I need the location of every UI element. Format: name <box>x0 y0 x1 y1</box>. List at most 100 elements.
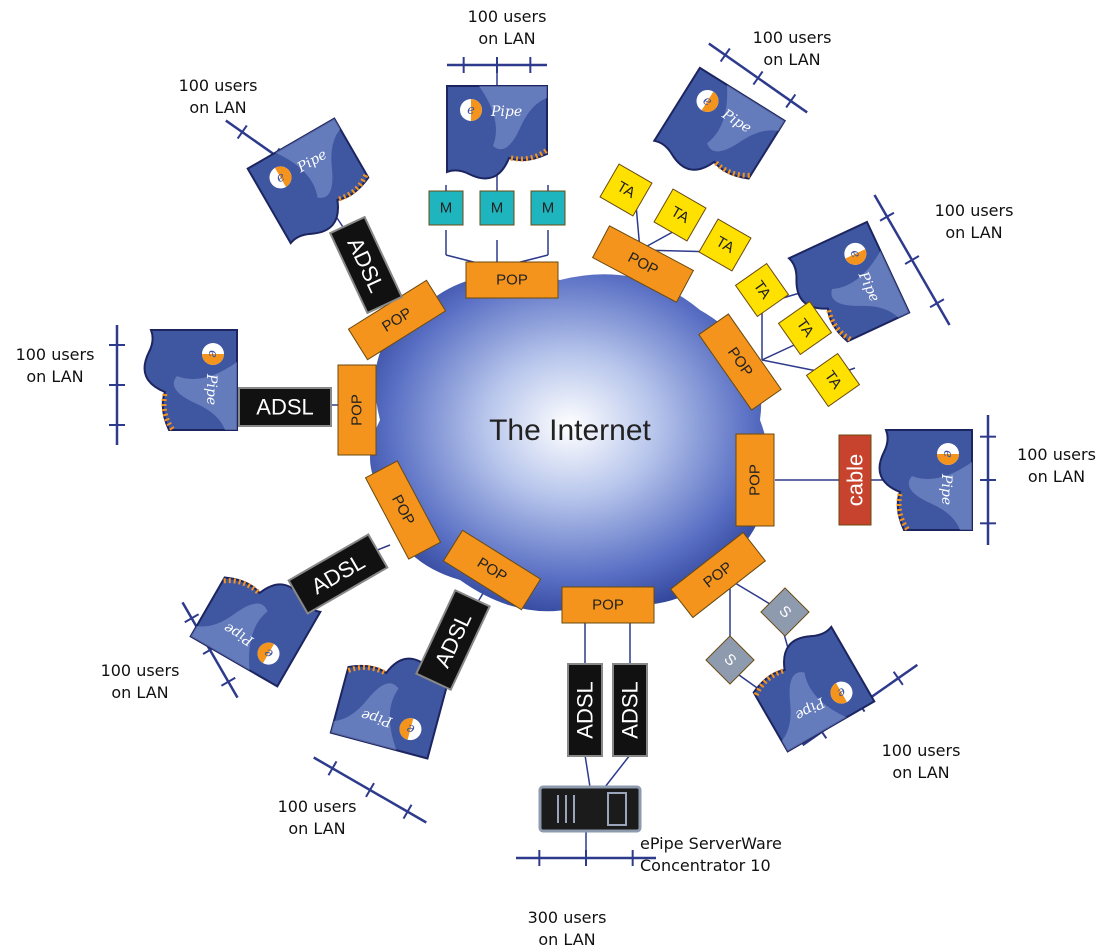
pop-right: POP <box>735 433 775 527</box>
s-1-box <box>760 587 810 637</box>
adsl-bottom-2-label: ADSL <box>618 681 643 738</box>
adsl-bottom-left-lower: ADSL <box>415 588 491 692</box>
link-line <box>584 754 591 788</box>
link-line <box>761 359 823 373</box>
pop-bottom-left-upper: POP <box>364 460 442 560</box>
pop-top-right: POP <box>591 225 695 303</box>
s-2-box <box>705 635 755 685</box>
ta-6-box <box>805 352 861 408</box>
pop-top-box <box>465 261 559 299</box>
modem-2-box <box>479 190 515 226</box>
pop-bottom-right-box <box>669 531 767 619</box>
epipe-device-top: ePipe <box>447 86 547 178</box>
lan-right-upper <box>873 194 951 326</box>
lan-label-bottom-left-upper: 100 users on LAN <box>100 661 180 702</box>
ta-6: TA <box>805 352 861 408</box>
ta-3-box <box>698 218 752 272</box>
pop-bottom: POP <box>561 586 655 624</box>
pop-top-left-box <box>347 279 447 361</box>
ta-1: TA <box>599 163 653 217</box>
epipe-device-bottom-right: ePipe <box>741 621 874 751</box>
epipe-device-right: ePipe <box>880 430 972 530</box>
concentrator-label: ePipe ServerWare Concentrator 10 <box>640 834 782 875</box>
ta-3-label: TA <box>713 233 737 257</box>
pop-top-label: POP <box>496 272 528 289</box>
ta-1-box <box>599 163 653 217</box>
pop-top: POP <box>465 261 559 299</box>
epipe-device-top-right: ePipe <box>651 68 785 199</box>
adsl-bottom-2-box <box>612 663 648 757</box>
lan-left <box>109 325 125 445</box>
adsl-bottom-2: ADSL <box>612 663 648 757</box>
adsl-left-box <box>238 387 332 427</box>
s-1: S <box>760 587 810 637</box>
pop-left-label: POP <box>349 394 366 426</box>
ta-2-box <box>653 188 707 242</box>
epipe-device-left-body <box>145 330 237 430</box>
ta-1-label: TA <box>614 178 638 202</box>
adsl-bottom-1-box <box>567 663 603 757</box>
epipe-device-bottom-right-body <box>741 621 874 751</box>
lan-label-bottom-left-lower: 100 users on LAN <box>277 797 357 838</box>
ta-5-box <box>777 300 833 356</box>
pop-bottom-right: POP <box>669 531 767 619</box>
lan-label-top-right: 100 users on LAN <box>752 28 832 69</box>
ta-5: TA <box>777 300 833 356</box>
lan-label-bottom-right: 100 users on LAN <box>881 741 961 782</box>
lan-label-right: 100 users on LAN <box>1017 445 1096 486</box>
cable-right-label: cable <box>843 454 868 507</box>
epipe-device-right-body <box>880 430 972 530</box>
lan-bottom-left-lower <box>313 756 427 824</box>
lan-label-top: 100 users on LAN <box>467 7 547 48</box>
epipe-device-left: ePipe <box>145 330 237 430</box>
pop-bottom-box <box>561 586 655 624</box>
adsl-left-label: ADSL <box>256 395 313 420</box>
s-2: S <box>705 635 755 685</box>
modem-1: M <box>428 190 464 226</box>
adsl-bottom-1: ADSL <box>567 663 603 757</box>
modem-3-label: M <box>542 200 555 217</box>
pop-right-box <box>735 433 775 527</box>
lan-right <box>980 415 996 545</box>
ta-4-box <box>734 262 790 318</box>
cable-right: cable <box>838 434 872 526</box>
lan-label-top-left: 100 users on LAN <box>178 76 258 117</box>
modem-2: M <box>479 190 515 226</box>
internet-label: The Internet <box>489 414 651 447</box>
lan-label-bottom: 300 users on LAN <box>527 908 607 949</box>
adsl-bottom-left-lower-box <box>415 588 491 692</box>
lan-label-left: 100 users on LAN <box>15 345 95 386</box>
pop-bottom-left-lower: POP <box>442 529 542 611</box>
ta-4: TA <box>734 262 790 318</box>
cable-right-box <box>838 434 872 526</box>
epipe-device-top-body <box>447 86 547 178</box>
pop-right-label: POP <box>747 464 764 496</box>
pop-right-upper-box <box>698 313 782 411</box>
pop-bottom-label: POP <box>592 597 624 614</box>
lan-label-right-upper: 100 users on LAN <box>934 201 1014 242</box>
adsl-left: ADSL <box>238 387 332 427</box>
epipe-device-top-right-body <box>651 68 785 199</box>
adsl-bottom-left-upper-box <box>287 533 389 615</box>
ta-2: TA <box>653 188 707 242</box>
concentrator-server <box>538 785 642 833</box>
modem-2-label: M <box>491 200 504 217</box>
pop-left-box <box>337 364 377 456</box>
pop-top-left: POP <box>347 279 447 361</box>
pop-top-right-box <box>591 225 695 303</box>
internet-cloud <box>370 274 770 612</box>
lan-top <box>447 57 547 73</box>
ta-2-label: TA <box>668 203 692 227</box>
adsl-top-left-box <box>328 215 404 315</box>
adsl-bottom-left-upper: ADSL <box>287 533 389 615</box>
pop-bottom-left-lower-box <box>442 529 542 611</box>
adsl-top-left: ADSL <box>328 215 404 315</box>
modem-1-label: M <box>440 200 453 217</box>
pop-bottom-left-upper-box <box>364 460 442 560</box>
modem-1-box <box>428 190 464 226</box>
modem-3-box <box>530 190 566 226</box>
lan-bottom <box>516 850 656 866</box>
link-line <box>604 754 631 788</box>
pop-right-upper: POP <box>698 313 782 411</box>
